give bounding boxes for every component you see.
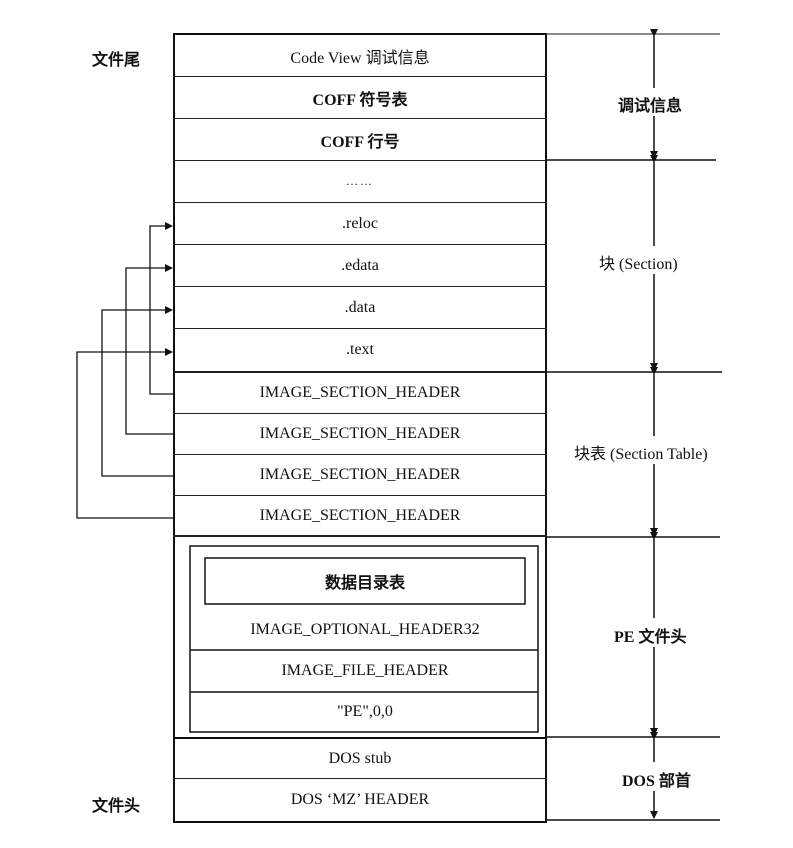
row-section-header-4: IMAGE_SECTION_HEADER [174, 496, 546, 537]
row-dos-header: DOS ‘MZ’ HEADER [290, 791, 430, 808]
section-table-label: 块表 (Section Table) [572, 440, 710, 464]
section-label: 块 (Section) [597, 250, 680, 274]
row-section-header-3: IMAGE_SECTION_HEADER [174, 455, 546, 496]
file-tail-label: 文件尾 [92, 52, 141, 69]
file-head-label: 文件头 [92, 798, 141, 815]
row-section-header-1: IMAGE_SECTION_HEADER [174, 373, 546, 414]
row-edata: .edata [174, 245, 546, 287]
data-directory-box [204, 557, 526, 605]
row-data-directory: 数据目录表 [324, 575, 405, 592]
pe-inner-box [189, 545, 539, 733]
row-dos-stub: DOS stub [174, 737, 546, 779]
row-pe-signature: "PE",0,0 [337, 703, 393, 720]
row-ellipsis: …… [174, 161, 546, 203]
dos-head-label: DOS 部首 [620, 767, 693, 791]
row-section-header-2: IMAGE_SECTION_HEADER [174, 414, 546, 455]
row-optional-header: IMAGE_OPTIONAL_HEADER32 [250, 621, 480, 638]
main-box [173, 33, 547, 823]
row-data: .data [174, 287, 546, 329]
row-text: .text [174, 329, 546, 373]
row-codeview: Code View 调试信息 [174, 35, 546, 77]
row-coff-lines: COFF 行号 [174, 119, 546, 161]
row-file-header: IMAGE_FILE_HEADER [281, 662, 449, 679]
debug-info-label: 调试信息 [616, 92, 685, 116]
row-coff-symbols: COFF 符号表 [174, 77, 546, 119]
pe-header-label: PE 文件头 [612, 623, 689, 647]
row-reloc: .reloc [174, 203, 546, 245]
